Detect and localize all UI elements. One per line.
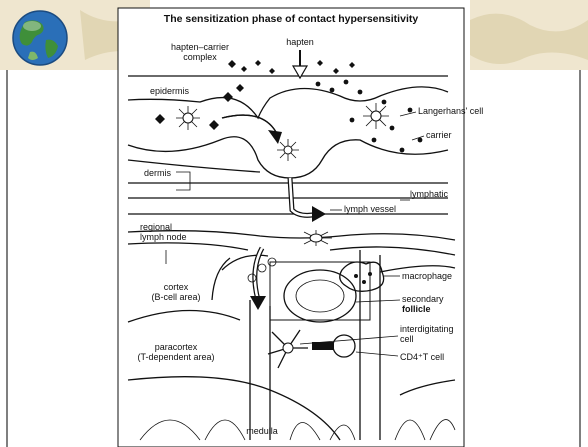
figure-title: The sensitization phase of contact hyper… xyxy=(164,13,419,25)
label-cortex-2: (B-cell area) xyxy=(151,292,200,302)
label-carrier: carrier xyxy=(426,130,452,140)
label-regional-lymph-node-1: regional xyxy=(140,222,172,232)
label-epidermis: epidermis xyxy=(150,86,190,96)
label-hapten-carrier-complex-1: hapten–carrier xyxy=(171,42,229,52)
label-dermis: dermis xyxy=(144,168,172,178)
label-langerhans-cell: Langerhans' cell xyxy=(418,106,483,116)
label-interdigitating-cell-2: cell xyxy=(400,334,414,344)
label-hapten: hapten xyxy=(286,37,314,47)
label-regional-lymph-node-2: lymph node xyxy=(140,232,187,242)
label-macrophage: macrophage xyxy=(402,271,452,281)
label-interdigitating-cell-1: interdigitating xyxy=(400,324,454,334)
langerhans-cell-left xyxy=(176,106,200,130)
langerhans-cell-node xyxy=(300,230,332,246)
label-hapten-carrier-complex-2: complex xyxy=(183,52,217,62)
label-medulla: medulla xyxy=(246,426,278,436)
label-lymphatic: lymphatic xyxy=(410,189,449,199)
label-secondary-follicle-2: follicle xyxy=(402,304,431,314)
langerhans-cell-right xyxy=(363,103,389,129)
label-paracortex-1: paracortex xyxy=(155,342,198,352)
label-cortex-1: cortex xyxy=(164,282,189,292)
label-paracortex-2: (T-dependent area) xyxy=(137,352,214,362)
label-lymph-vessel: lymph vessel xyxy=(344,204,396,214)
label-cd4-t-cell: CD4⁺T cell xyxy=(400,352,444,362)
langerhans-cell-migrating xyxy=(277,139,299,161)
label-secondary-follicle-1: secondary xyxy=(402,294,444,304)
